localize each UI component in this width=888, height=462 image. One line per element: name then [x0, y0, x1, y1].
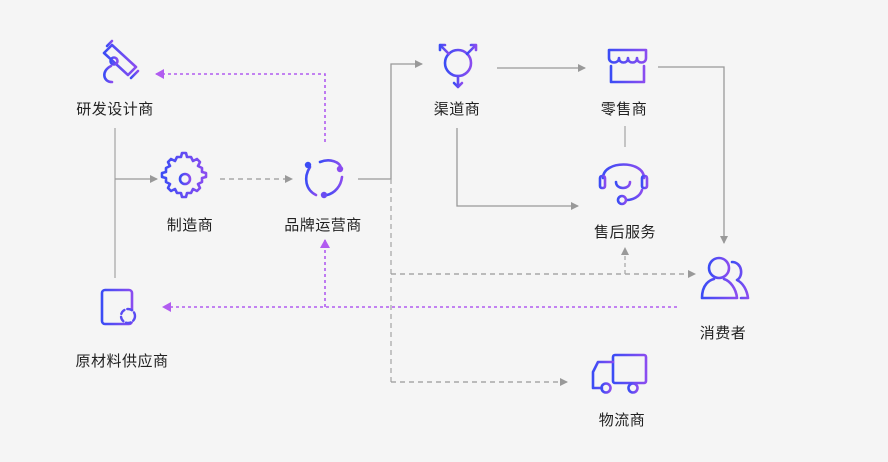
recycle-document-icon: [100, 288, 137, 326]
node-label-rd: 研发设计商: [76, 100, 154, 118]
edge-retail-consumer: [658, 66, 728, 244]
share-cycle-icon: [304, 159, 344, 199]
storefront-icon: [607, 42, 648, 84]
node-label-retailer: 零售商: [600, 100, 648, 118]
node-label-brand: 品牌运营商: [284, 216, 362, 234]
users-icon: [700, 256, 750, 300]
edge-brand-channel: [358, 60, 423, 180]
distribution-arrows-icon: [438, 43, 478, 89]
edge-channel-service: [456, 128, 579, 210]
gear-icon: [160, 151, 208, 199]
node-label-after-sales: 售后服务: [593, 223, 657, 241]
edge-brand-rd: [155, 69, 326, 142]
microscope-icon: [97, 39, 140, 86]
node-label-logistics: 物流商: [598, 411, 646, 429]
node-label-manufacturer: 制造商: [166, 216, 214, 234]
node-label-consumer: 消费者: [699, 324, 747, 342]
node-label-channel: 渠道商: [433, 100, 481, 118]
headset-icon: [598, 163, 649, 206]
node-label-raw-supplier: 原材料供应商: [75, 352, 169, 370]
truck-icon: [591, 353, 648, 394]
